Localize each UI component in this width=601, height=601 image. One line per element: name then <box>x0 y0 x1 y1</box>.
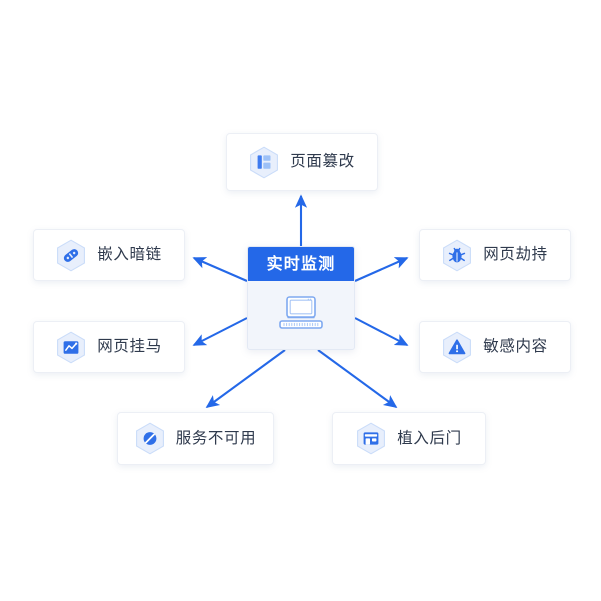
arrow-to-embedded-dark-link <box>192 257 248 282</box>
node-page-tampering[interactable]: 页面篡改 <box>226 133 378 191</box>
node-embedded-dark-link[interactable]: 嵌入暗链 <box>33 229 185 281</box>
node-label: 敏感内容 <box>483 337 548 356</box>
node-label: 网页挂马 <box>97 337 162 356</box>
node-label: 嵌入暗链 <box>97 245 162 264</box>
arrow-to-service-unavailable <box>205 349 286 408</box>
page-layout-icon <box>249 146 279 179</box>
node-webpage-trojan[interactable]: 网页挂马 <box>33 321 185 373</box>
node-sensitive-content[interactable]: 敏感内容 <box>419 321 571 373</box>
laptop-icon <box>276 293 326 338</box>
node-page-hijacking[interactable]: 网页劫持 <box>419 229 571 281</box>
arrow-to-implanted-backdoor <box>317 349 398 408</box>
node-implanted-backdoor[interactable]: 植入后门 <box>332 412 486 465</box>
arrow-to-page-hijacking <box>354 257 409 282</box>
node-label: 植入后门 <box>397 428 462 447</box>
center-node-title: 实时监测 <box>266 254 336 273</box>
node-label: 页面篡改 <box>290 152 355 171</box>
link-icon <box>56 239 86 272</box>
center-node-body <box>248 281 354 349</box>
prohibited-icon <box>135 422 165 455</box>
arrow-to-sensitive-content <box>354 317 409 346</box>
node-service-unavailable[interactable]: 服务不可用 <box>117 412 274 465</box>
bug-icon <box>442 239 472 272</box>
center-node-realtime-monitoring[interactable]: 实时监测 <box>247 246 355 350</box>
arrow-to-webpage-trojan <box>192 317 248 346</box>
node-label: 网页劫持 <box>483 245 548 264</box>
chart-line-icon <box>56 331 86 364</box>
node-label: 服务不可用 <box>175 428 257 447</box>
door-icon <box>356 422 386 455</box>
center-node-header: 实时监测 <box>248 247 354 281</box>
warning-triangle-icon <box>442 331 472 364</box>
